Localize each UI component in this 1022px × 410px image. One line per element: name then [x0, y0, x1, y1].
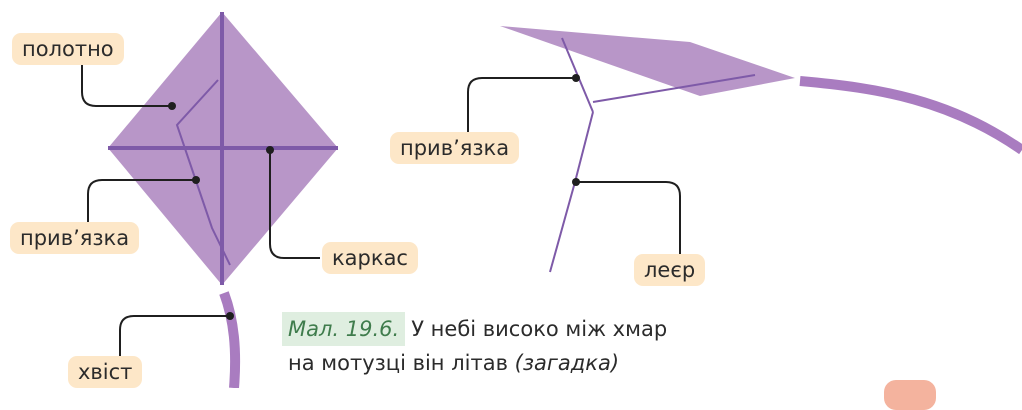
- leader-tail: [119, 315, 230, 356]
- label-line: леєр: [634, 254, 706, 286]
- kite-diagram: [81, 12, 1022, 388]
- leader-canvas-left: [81, 63, 170, 107]
- leader-dot-frame: [266, 146, 274, 154]
- label-tail: хвіст: [68, 356, 143, 388]
- caption-line-1: Мал. 19.6.У небі високо між хмар: [282, 312, 808, 346]
- caption-text-2: на мотузці він літав: [288, 351, 508, 375]
- frame-spar-right: [592, 74, 756, 103]
- page-corner-badge: [884, 380, 936, 410]
- binding-string-right-2: [574, 111, 594, 183]
- leader-dot-canvas-left: [168, 102, 176, 110]
- leader-dot-line: [572, 178, 580, 186]
- leader-binding-right: [467, 77, 576, 132]
- leader-line: [576, 181, 681, 254]
- label-canvas: полотно: [12, 33, 124, 65]
- kite-line: [549, 181, 576, 273]
- figure-caption: Мал. 19.6.У небі високо між хмар на моту…: [282, 312, 808, 380]
- label-binding-right: прив’язка: [390, 132, 520, 164]
- caption-line-2: на мотузці він літав (загадка): [288, 346, 808, 380]
- caption-riddle: (загадка): [514, 351, 620, 375]
- label-binding-left: прив’язка: [10, 222, 140, 254]
- caption-text-1: У небі високо між хмар: [411, 317, 668, 341]
- leader-binding-left: [87, 179, 196, 222]
- label-frame: каркас: [322, 242, 418, 274]
- kite-tail-left: [219, 291, 241, 388]
- leader-dot-tail: [226, 312, 234, 320]
- leader-frame: [269, 150, 320, 259]
- kite-tail-right: [799, 76, 1022, 155]
- figure-ref: Мал. 19.6.: [282, 312, 406, 346]
- kite-canvas-right: [500, 26, 795, 96]
- leader-dot-binding-left: [192, 176, 200, 184]
- leader-dot-binding-right: [572, 74, 580, 82]
